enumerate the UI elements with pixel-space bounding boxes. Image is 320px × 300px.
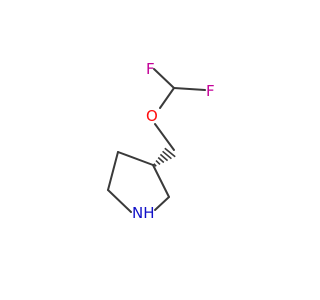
atom-nitrogen: NH — [132, 204, 155, 222]
hashed-wedge-bond — [153, 147, 176, 167]
bond-c-f-left — [153, 68, 175, 89]
bond-ring-c3-c4 — [117, 151, 154, 166]
atom-fluorine-2: F — [206, 82, 215, 100]
bond-ring-n-c2 — [154, 196, 170, 211]
bond-c-f-right — [173, 87, 206, 91]
bond-c-o — [159, 87, 175, 109]
bond-ring-c2-c3 — [152, 164, 170, 198]
atom-oxygen: O — [146, 107, 158, 125]
bond-layer — [107, 68, 206, 213]
structure-canvas: F F O NH — [107, 60, 215, 222]
atom-fluorine-1: F — [146, 60, 155, 78]
bond-ring-c4-c5 — [107, 151, 119, 191]
bond-ring-c5-n — [107, 189, 132, 213]
bond-o-ch2 — [154, 123, 175, 151]
molecule-diagram: F F O NH — [107, 60, 215, 222]
